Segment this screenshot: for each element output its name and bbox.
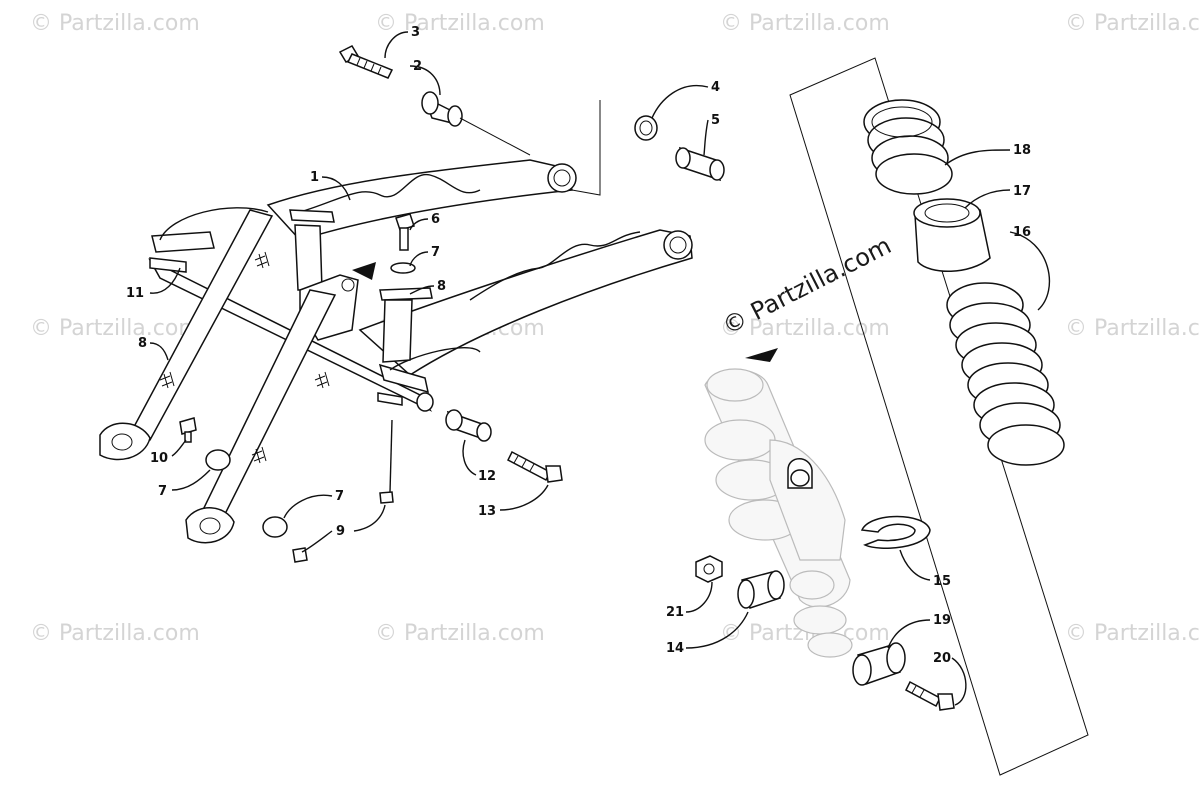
shock-frame [789, 57, 1089, 776]
callout-7: 7 [431, 245, 440, 260]
watermark: © Partzilla.com [720, 11, 890, 36]
bushing-19 [852, 642, 906, 686]
callout-19: 19 [933, 613, 951, 628]
direction-arrow-icon [352, 262, 376, 280]
fasteners [179, 417, 394, 563]
bushing-14 [737, 570, 785, 609]
spring-retainer-17 [913, 198, 991, 272]
washer-4 [634, 115, 658, 141]
watermark: © Partzilla.com [30, 316, 200, 341]
direction-arrow-icon [745, 348, 778, 362]
watermark: © Partzilla.com [375, 11, 545, 36]
callout-1: 1 [310, 170, 319, 185]
shock-body [704, 348, 853, 658]
callout-leaders [149, 31, 1051, 706]
callout-8: 8 [138, 336, 147, 351]
watermark: © Partzilla.com [375, 621, 545, 646]
callout-16: 16 [1013, 225, 1031, 240]
callout-7: 7 [158, 484, 167, 499]
bolt-13 [507, 450, 563, 483]
bushing-2 [421, 91, 463, 127]
callout-3: 3 [411, 25, 420, 40]
watermark: © Partzilla.com [30, 621, 200, 646]
a-arm-assembly [99, 45, 693, 563]
spring-18 [863, 99, 953, 195]
spring-16 [946, 282, 1065, 466]
callout-labels: 3 2 4 5 1 6 7 8 11 8 10 7 7 9 12 13 18 1… [126, 25, 1031, 666]
callout-8: 8 [437, 279, 446, 294]
callout-21: 21 [666, 605, 684, 620]
watermark: © Partzilla.com [720, 316, 890, 341]
trailing-arms [99, 209, 337, 544]
watermark: © Partzilla.com [30, 11, 200, 36]
upper-arm [266, 159, 577, 241]
callout-9: 9 [336, 524, 345, 539]
watermark: © Partzilla.com [1065, 621, 1200, 646]
watermark: © Partzilla.com [1065, 316, 1200, 341]
lower-arm [358, 229, 693, 376]
callout-15: 15 [933, 574, 951, 589]
nut-21 [695, 555, 723, 583]
leader-bracket [571, 100, 601, 196]
bolt-6 [352, 213, 416, 280]
watermark-layer: © Partzilla.com © Partzilla.com © Partzi… [30, 11, 1200, 646]
callout-10: 10 [150, 451, 168, 466]
callout-17: 17 [1013, 184, 1031, 199]
callout-2: 2 [413, 59, 422, 74]
clip-15 [860, 515, 931, 549]
callout-18: 18 [1013, 143, 1031, 158]
callout-14: 14 [666, 641, 684, 656]
sleeve-5 [675, 146, 725, 182]
callout-7: 7 [335, 489, 344, 504]
bushing-12 [445, 409, 492, 442]
callout-5: 5 [711, 113, 720, 128]
callout-12: 12 [478, 469, 496, 484]
callout-6: 6 [431, 212, 440, 227]
bolt-20 [905, 680, 955, 711]
callout-13: 13 [478, 504, 496, 519]
callout-4: 4 [711, 80, 720, 95]
bolt-3 [338, 45, 394, 79]
callout-20: 20 [933, 651, 951, 666]
watermark: © Partzilla.com [1065, 11, 1200, 36]
callout-11: 11 [126, 286, 144, 301]
